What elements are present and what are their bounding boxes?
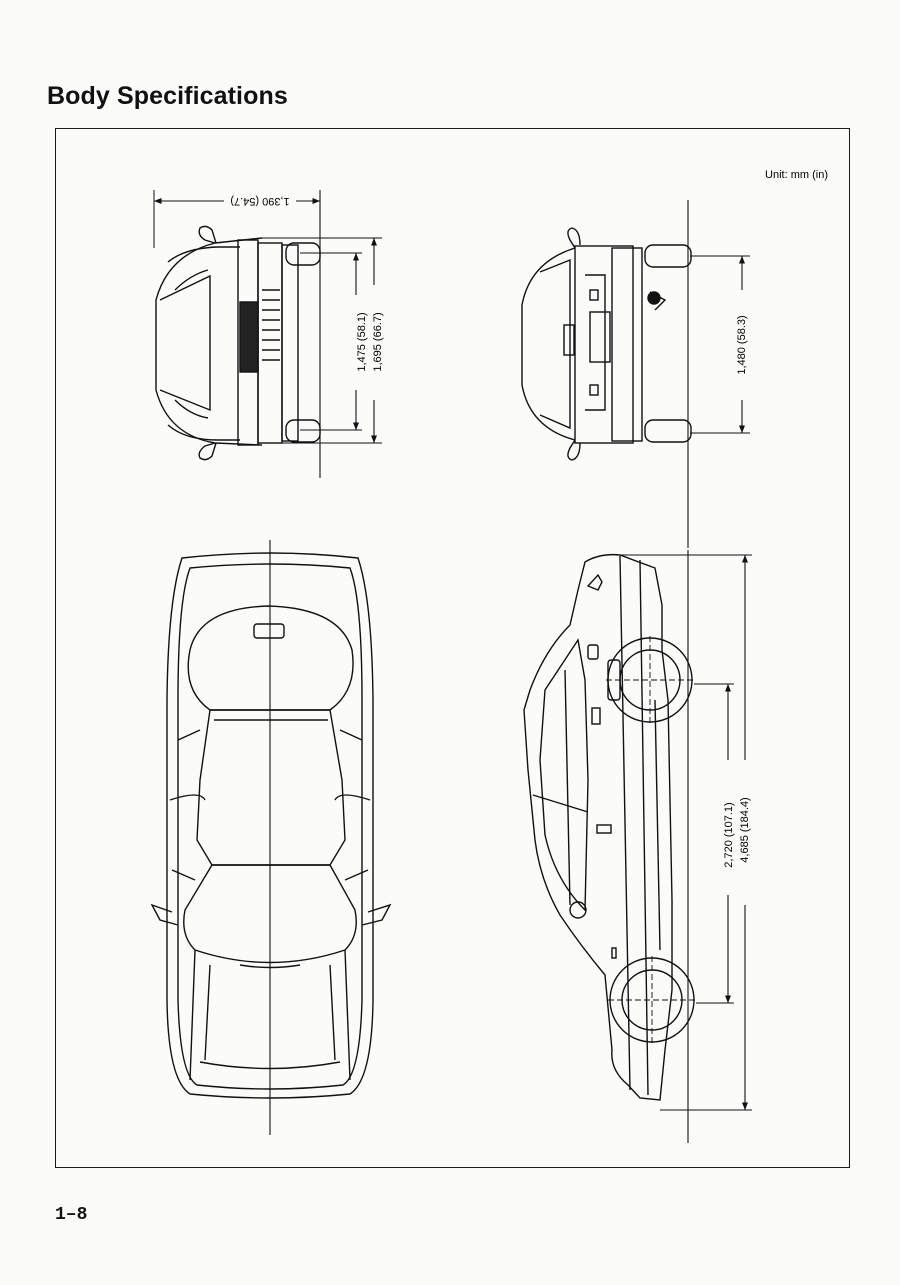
page-title: Body Specifications — [47, 82, 288, 110]
overall-width-label: 1,695 (66.7) — [372, 312, 384, 371]
front-view — [155, 225, 321, 461]
drawing-frame — [55, 128, 850, 1168]
wheel-center-marks — [606, 636, 696, 1044]
rear-tread-label: 1,390 (54.7) — [230, 195, 289, 207]
overall-height-label: 1,480 (58.3) — [736, 315, 748, 374]
front-tread-label: 1,475 (58.1) — [356, 312, 368, 371]
unit-label: Unit: mm (in) — [765, 169, 828, 181]
overall-length-label: 4,685 (184.4) — [739, 797, 751, 862]
rear-view — [521, 227, 692, 461]
page-number: 1–8 — [55, 1205, 88, 1225]
top-view — [150, 552, 392, 1099]
side-view — [523, 553, 695, 1101]
front-dimension-lines — [262, 237, 382, 444]
wheelbase-label: 2,720 (107.1) — [723, 802, 735, 867]
